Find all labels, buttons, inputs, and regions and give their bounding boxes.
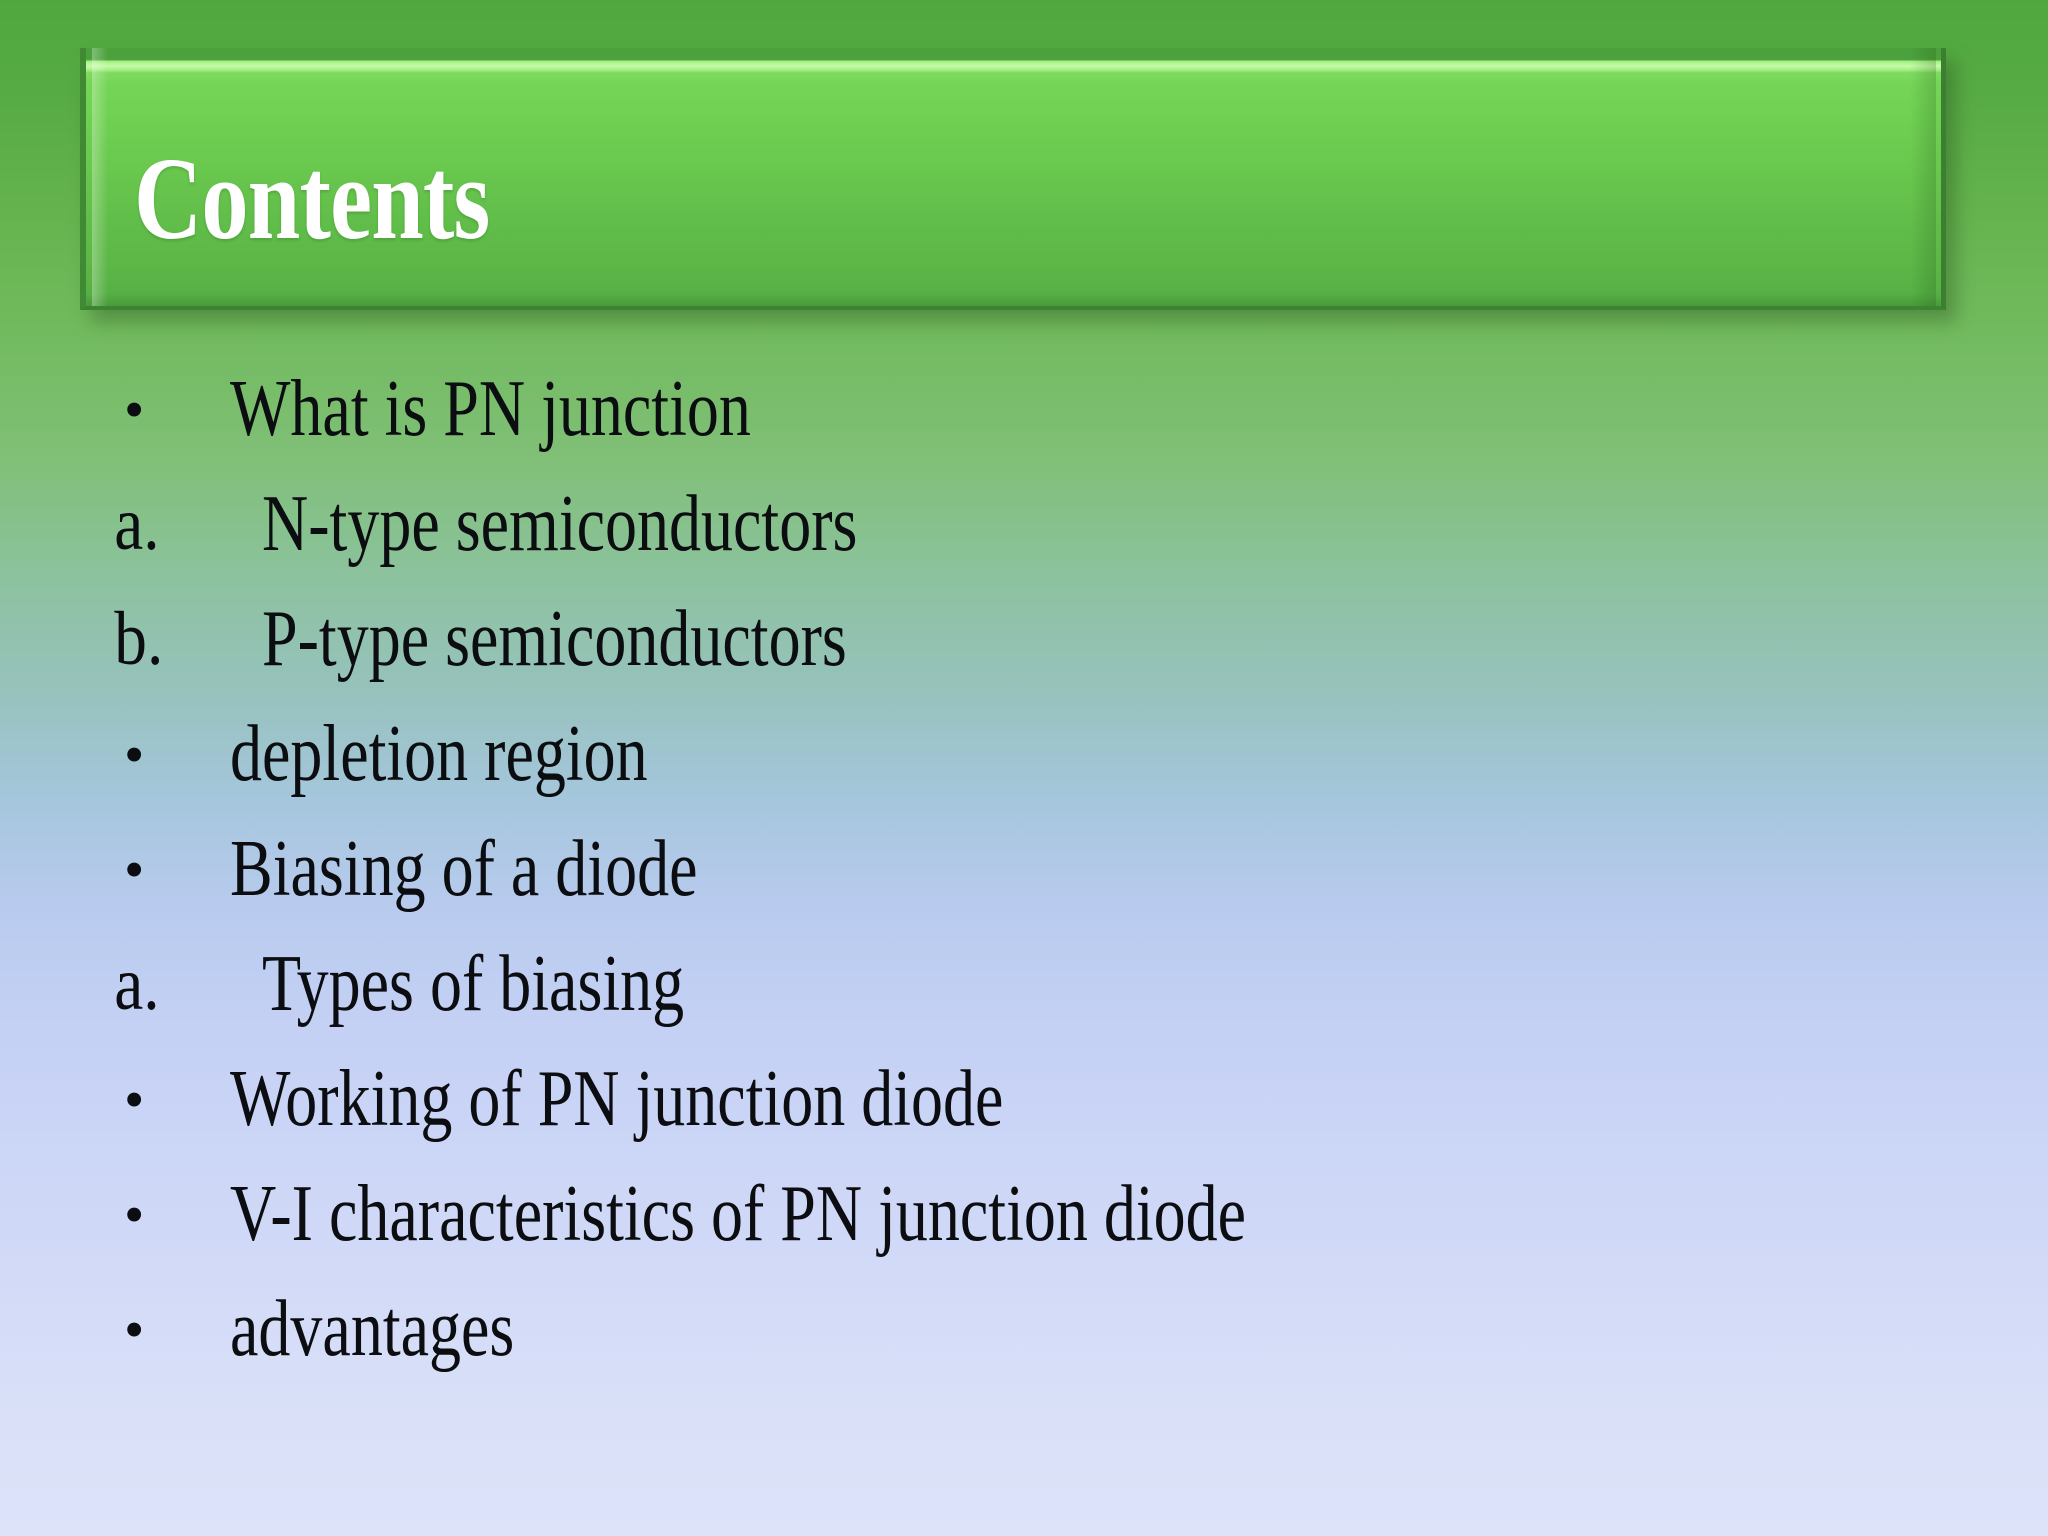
list-item-label: V-I characteristics of PN junction diode <box>230 1170 1247 1258</box>
list-bullet-marker: • <box>124 1182 145 1247</box>
list-item-label: N-type semiconductors <box>262 480 858 568</box>
list-item-label: What is PN junction <box>230 365 751 453</box>
list-item: a. N-type semiconductors <box>110 467 1990 582</box>
title-bar-face: Contents <box>80 48 1946 310</box>
list-item: • V-I characteristics of PN junction dio… <box>110 1157 1990 1272</box>
list-alpha-marker: b. <box>114 597 164 681</box>
list-item: • depletion region <box>110 697 1990 812</box>
contents-list: • What is PN junction a. N-type semicond… <box>110 352 1990 1387</box>
list-item-label: Types of biasing <box>262 940 685 1028</box>
list-bullet-marker: • <box>124 377 145 442</box>
slide-title: Contents <box>134 133 490 264</box>
title-bar-left-bevel <box>92 48 108 306</box>
list-bullet-marker: • <box>124 722 145 787</box>
list-item: • What is PN junction <box>110 352 1990 467</box>
list-item: b. P-type semiconductors <box>110 582 1990 697</box>
list-alpha-marker: a. <box>114 482 160 566</box>
title-bar-right-bevel <box>1910 48 1936 306</box>
list-alpha-marker: a. <box>114 942 160 1026</box>
list-item: • Biasing of a diode <box>110 812 1990 927</box>
list-item: a. Types of biasing <box>110 927 1990 1042</box>
list-item: • advantages <box>110 1272 1990 1387</box>
slide-title-bar: Contents <box>80 48 1956 322</box>
list-bullet-marker: • <box>124 837 145 902</box>
list-item-label: advantages <box>230 1285 515 1373</box>
list-bullet-marker: • <box>124 1067 145 1132</box>
list-item-label: Biasing of a diode <box>230 825 698 913</box>
list-item-label: depletion region <box>230 710 648 798</box>
list-item-label: P-type semiconductors <box>262 595 847 683</box>
list-item-label: Working of PN junction diode <box>230 1055 1004 1143</box>
list-bullet-marker: • <box>124 1297 145 1362</box>
list-item: • Working of PN junction diode <box>110 1042 1990 1157</box>
